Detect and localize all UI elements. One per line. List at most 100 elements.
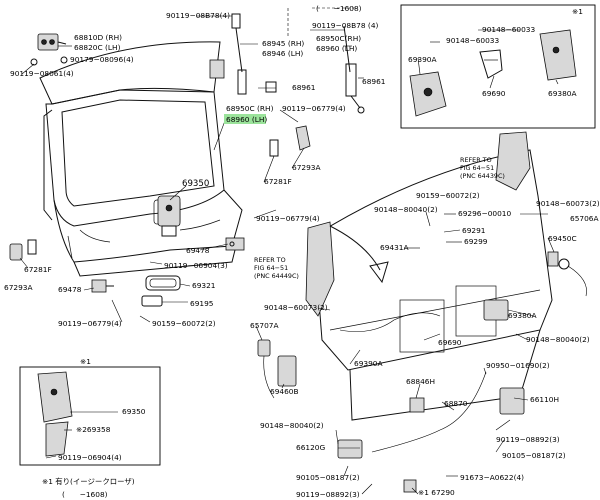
label-68950c-mid: 68950C(RH)	[316, 34, 361, 43]
direction-arrow	[329, 225, 389, 284]
label-refer1-b: FIG 64−51	[460, 164, 494, 172]
damper-stay-68945	[231, 13, 247, 95]
label-69358: ※269358	[76, 425, 111, 434]
label-90119-06779-b: 90119−06779(4)	[256, 214, 320, 223]
sensor-65706a	[558, 258, 587, 297]
label-69380a-main: 69380A	[508, 311, 537, 320]
label-90148-60033-a: 90148−60033	[482, 25, 536, 34]
stopper-69195	[141, 295, 163, 307]
label-69431a: 69431A	[380, 243, 409, 252]
label-68946: 68946 (LH)	[262, 49, 303, 58]
inset-box-lock	[19, 366, 161, 466]
label-68846h: 68846H	[406, 377, 435, 386]
cable-69390a	[339, 312, 441, 332]
label-90119-08b78-mid: 90119−08B78 (4)	[312, 21, 379, 30]
bolt-90179-08096	[30, 56, 68, 66]
label-68820c: 68820C (LH)	[74, 43, 121, 52]
label-67281f-right: 67281F	[264, 177, 292, 186]
label-90119-06779-a: 90119−06779(4)	[282, 104, 346, 113]
label-90159-60072-a: 90159−60072(2)	[152, 319, 216, 328]
striker-69478-right	[225, 237, 245, 251]
closer-part-69380a	[539, 29, 577, 81]
label-69299: 69299	[464, 237, 488, 246]
label-67293a-left: 67293A	[4, 283, 33, 292]
label-67293a-right: 67293A	[292, 163, 321, 172]
label-90119-08b78-top: 90119−08B78(4)	[166, 11, 230, 20]
hinge-part-right	[209, 59, 225, 79]
label-90105-08187-b: 90105−08187(2)	[296, 473, 360, 482]
motor-69380a-main	[483, 299, 509, 321]
label-90148-60033-b: 90148−60033	[446, 36, 500, 45]
label-68960-mid: 68960 (LH)	[316, 44, 357, 53]
closer-part-69690	[479, 49, 503, 79]
label-1608-top: ( −1608)	[316, 4, 362, 13]
label-68950c-low: 68950C (RH)	[226, 104, 274, 113]
label-91673-a0622: 91673−A0622(4)	[460, 473, 524, 482]
trim-panel-64439c	[495, 131, 531, 191]
label-69321: 69321	[192, 281, 216, 290]
striker-69478-left	[91, 279, 114, 293]
handle-69321	[145, 275, 181, 291]
footnote-easy-closer: ※1 有り(イージークローザ)	[42, 477, 135, 486]
label-69380a-box: 69380A	[548, 89, 577, 98]
label-68961-b: 68961	[362, 77, 386, 86]
harness-68870	[371, 371, 487, 453]
label-69690-box: 69690	[482, 89, 506, 98]
handle-66120g	[337, 439, 363, 459]
label-69450c: 69450C	[548, 234, 577, 243]
label-69390a-box: 69390A	[408, 55, 437, 64]
inner-door-panel	[313, 149, 553, 421]
label-90148-80040-a: 90148−80040(2)	[374, 205, 438, 214]
label-69390a-main: 69390A	[354, 359, 383, 368]
label-69478-left: 69478	[58, 285, 82, 294]
label-69460b: 69460B	[270, 387, 299, 396]
label-90950-01690: 90950−01690(2)	[486, 361, 550, 370]
label-69291: 69291	[462, 226, 486, 235]
label-90119-06904-a: 90119−06904(3)	[164, 261, 228, 270]
label-star1-top: ※1	[572, 7, 583, 16]
label-90119-06779-c: 90119−06779(4)	[58, 319, 122, 328]
label-90148-60073-a: 90148−60073(2)	[536, 199, 600, 208]
footnote-1608: ( −1608)	[62, 490, 108, 499]
label-90148-60073-b: 90148−60073(2)	[264, 303, 328, 312]
label-69350-inset: 69350	[122, 407, 146, 416]
label-refer2-c: (PNC 64449C)	[254, 272, 299, 280]
label-69350-main: 69350	[182, 179, 209, 189]
label-90179-08096: 90179−08096(4)	[70, 55, 134, 64]
label-90148-80040-c: 90148−80040(2)	[260, 421, 324, 430]
highlight-68960	[224, 114, 266, 124]
label-68870: 68870	[444, 399, 468, 408]
hinge-part-68810d	[37, 33, 67, 51]
label-refer1-a: REFER TO	[460, 156, 492, 164]
lock-part-69350-inset	[37, 371, 73, 457]
leader-lines	[19, 7, 559, 495]
clip-68846h	[409, 397, 425, 413]
label-90119-08061: 90119−08061(4)	[10, 69, 74, 78]
stay-clip-68961	[265, 81, 277, 93]
label-69296-00010: 69296−00010	[458, 209, 512, 218]
label-90148-80040-b: 90148−80040(2)	[526, 335, 590, 344]
label-90119-06904-b: 90119−06904(4)	[58, 453, 122, 462]
label-65707a: 65707A	[250, 321, 279, 330]
label-65706a: 65706A	[570, 214, 599, 223]
lock-assembly-66110h	[499, 387, 525, 415]
label-68945: 68945 (RH)	[262, 39, 304, 48]
closer-part-69390a	[409, 71, 447, 117]
trim-panel-69431a	[305, 221, 335, 317]
label-69478-right: 69478	[186, 246, 210, 255]
bumper-67293a-right	[269, 125, 311, 157]
back-door-panel	[39, 41, 243, 277]
label-90159-60072-b: 90159−60072(2)	[416, 191, 480, 200]
inset-box-easy-closer	[400, 4, 596, 129]
latch-69460b	[277, 355, 297, 387]
label-refer2-b: FIG 64−51	[254, 264, 288, 272]
label-refer2-a: REFER TO	[254, 256, 286, 264]
bracket-69450c	[547, 251, 559, 267]
label-66110h: 66110H	[530, 395, 559, 404]
label-90105-08187-a: 90105−08187(2)	[502, 451, 566, 460]
label-90119-08892-a: 90119−08892(3)	[496, 435, 560, 444]
label-69195: 69195	[190, 299, 214, 308]
label-refer1-c: (PNC 64439C)	[460, 172, 505, 180]
sensor-65707a	[257, 339, 275, 399]
